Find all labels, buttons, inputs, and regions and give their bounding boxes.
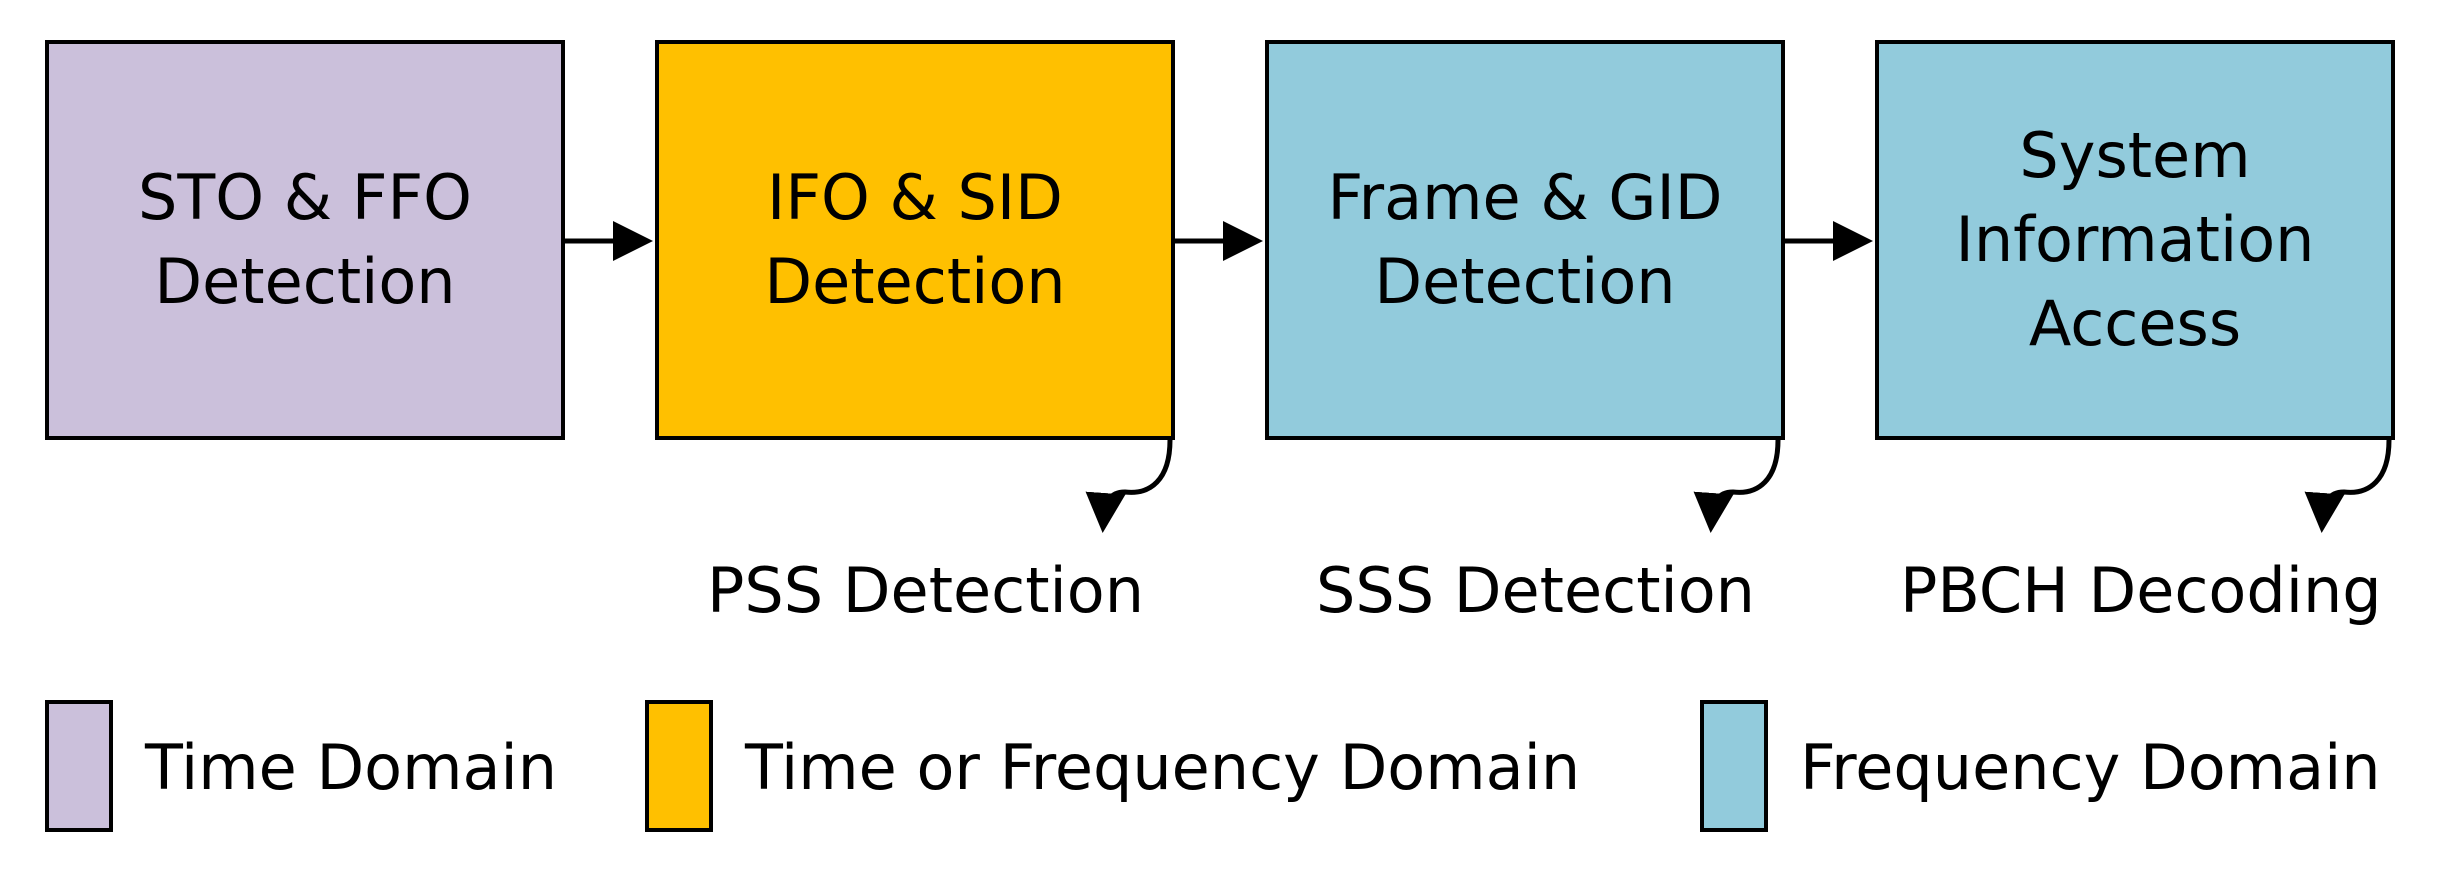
sub-label-pbch-decoding: PBCH Decoding: [1900, 554, 2382, 627]
block-label: STO & FFO Detection: [138, 161, 472, 318]
legend-swatch-frequency-domain: [1700, 700, 1768, 832]
block-ifo-sid-detection: IFO & SID Detection: [655, 40, 1175, 440]
sub-label-sss-detection: SSS Detection: [1316, 554, 1755, 627]
block-frame-gid-detection: Frame & GID Detection: [1265, 40, 1785, 440]
block-label: IFO & SID Detection: [764, 161, 1066, 318]
block-system-information-access: System Information Access: [1875, 40, 2395, 440]
legend-label-time-or-frequency-domain: Time or Frequency Domain: [745, 731, 1581, 804]
curved-arrow-sss: [1693, 439, 1781, 533]
curved-arrow-pbch: [2304, 439, 2392, 533]
legend-label-frequency-domain: Frequency Domain: [1800, 731, 2381, 804]
legend-swatch-time-domain: [45, 700, 113, 832]
curved-arrow-pss: [1085, 439, 1173, 533]
legend-swatch-time-or-frequency-domain: [645, 700, 713, 832]
block-sto-ffo-detection: STO & FFO Detection: [45, 40, 565, 440]
block-label: Frame & GID Detection: [1327, 161, 1723, 318]
sub-label-pss-detection: PSS Detection: [707, 554, 1144, 627]
legend-label-time-domain: Time Domain: [145, 731, 558, 804]
block-label: System Information Access: [1955, 119, 2315, 360]
